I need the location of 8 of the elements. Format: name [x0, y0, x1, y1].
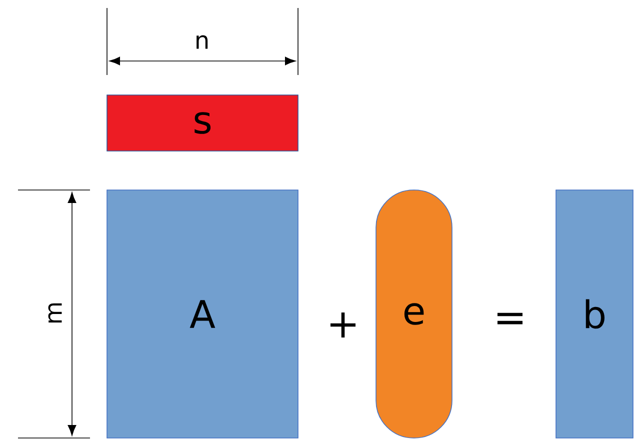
matrix-box: A [106, 190, 298, 438]
dimension-label: n [196, 35, 208, 49]
dimension-label: m [48, 303, 62, 322]
bar-box: s [106, 94, 298, 152]
plus-sign: + [330, 312, 356, 338]
vector-capsule: e [376, 190, 452, 438]
matrix-box: b [556, 190, 634, 438]
equals-sign: = [497, 312, 522, 324]
